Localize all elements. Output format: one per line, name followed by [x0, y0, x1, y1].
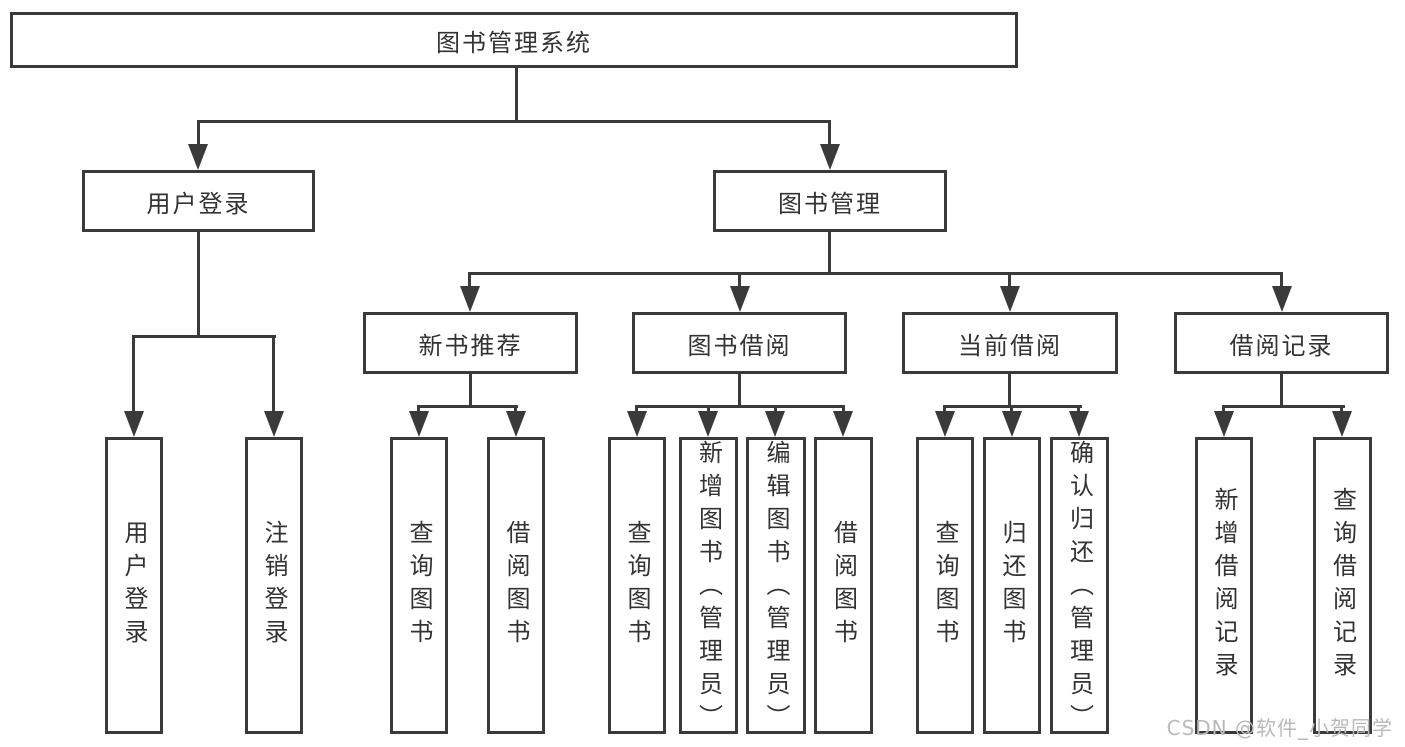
connector-root-bus: [197, 120, 831, 123]
leaf-label: 新增借阅记录: [1210, 486, 1238, 685]
leaf-add-book-admin: 新增图书（管理员）: [679, 437, 738, 737]
arrow-down-icon: [1069, 411, 1089, 437]
node-current-borrow: 当前借阅: [902, 312, 1118, 374]
leaf-add-borrow-record: 新增借阅记录: [1195, 437, 1253, 734]
connector-drop: [417, 405, 420, 415]
leaf-label: 新增图书（管理员）: [694, 440, 723, 737]
arrow-down-icon: [409, 411, 429, 437]
leaf-label: 查询借阅记录: [1328, 486, 1357, 685]
leaf-label: 查询图书: [623, 519, 651, 652]
leaf-label: 查询图书: [405, 519, 433, 652]
node-book-borrow: 图书借阅: [632, 312, 847, 374]
node-book-management: 图书管理: [713, 170, 947, 232]
arrow-down-icon: [833, 411, 853, 437]
node-label: 当前借阅: [958, 331, 1062, 360]
connector-new-book-stem: [469, 374, 472, 405]
csdn-watermark: CSDN @软件_小贺同学: [1166, 716, 1393, 740]
leaf-label: 用户登录: [120, 519, 148, 652]
leaf-label: 编辑图书（管理员）: [762, 440, 790, 737]
node-borrow-records: 借阅记录: [1174, 312, 1389, 374]
leaf-return-books: 归还图书: [983, 437, 1041, 734]
arrow-down-icon: [506, 411, 526, 437]
connector-drop: [842, 405, 845, 415]
connector-drop: [943, 405, 946, 415]
leaf-borrow-books: 借阅图书: [814, 437, 873, 734]
node-label: 新书推荐: [418, 331, 523, 360]
connector-root-stem: [515, 68, 518, 120]
connector-drop-user-login: [197, 120, 200, 148]
arrow-down-icon: [1332, 411, 1352, 437]
connector-drop: [707, 405, 710, 415]
node-label: 图书借阅: [687, 331, 792, 360]
connector-book-borrow-stem: [738, 374, 741, 405]
leaf-label: 查询图书: [931, 519, 959, 652]
arrow-down-icon: [765, 411, 785, 437]
node-label: 用户登录: [146, 189, 251, 218]
connector-drop-book-management: [828, 120, 831, 148]
connector-new-book-bus: [417, 405, 518, 408]
leaf-query-books-borrow: 查询图书: [608, 437, 666, 734]
arrow-down-icon: [730, 286, 750, 312]
node-library-management-system: 图书管理系统: [10, 12, 1018, 68]
arrow-down-icon: [1214, 411, 1234, 437]
leaf-label: 借阅图书: [502, 519, 530, 652]
node-label: 图书管理系统: [436, 28, 592, 57]
leaf-query-books-current: 查询图书: [916, 437, 974, 734]
arrow-down-icon: [188, 144, 208, 170]
connector-drop-current-borrow: [1008, 272, 1011, 292]
leaf-label: 确认归还（管理员）: [1065, 440, 1094, 737]
connector-drop: [1010, 405, 1013, 415]
connector-book-management-bus: [469, 272, 1283, 275]
arrow-down-icon: [264, 411, 284, 437]
connector-drop: [1340, 405, 1343, 415]
arrow-down-icon: [1000, 286, 1020, 312]
connector-drop: [514, 405, 517, 415]
connector-drop-borrow-records: [1280, 272, 1283, 292]
connector-user-login-stem: [197, 232, 200, 335]
leaf-label: 归还图书: [998, 519, 1026, 652]
arrow-down-icon: [935, 411, 955, 437]
connector-drop: [774, 405, 777, 415]
connector-drop-leaf-user-login: [132, 335, 135, 417]
connector-current-borrow-stem: [1008, 374, 1011, 405]
leaf-query-borrow-record: 查询借阅记录: [1313, 437, 1372, 734]
arrow-down-icon: [698, 411, 718, 437]
arrow-down-icon: [1272, 286, 1292, 312]
connector-drop-book-borrow: [738, 272, 741, 292]
leaf-query-books-recommend: 查询图书: [390, 437, 448, 734]
leaf-user-login: 用户登录: [105, 437, 163, 734]
node-label: 图书管理: [778, 189, 882, 218]
node-label: 借阅记录: [1229, 331, 1334, 360]
leaf-logout: 注销登录: [245, 437, 303, 734]
connector-drop-leaf-logout: [272, 335, 275, 417]
connector-drop-new-book-recommend: [468, 272, 471, 292]
connector-book-borrow-bus: [635, 405, 845, 408]
connector-borrow-records-bus: [1222, 405, 1345, 408]
connector-drop: [1077, 405, 1080, 415]
arrow-down-icon: [1002, 411, 1022, 437]
node-user-login: 用户登录: [82, 170, 315, 232]
arrow-down-icon: [627, 411, 647, 437]
connector-book-management-stem: [828, 232, 831, 272]
arrow-down-icon: [820, 144, 840, 170]
connector-drop: [635, 405, 638, 415]
leaf-confirm-return-admin: 确认归还（管理员）: [1050, 437, 1109, 737]
arrow-down-icon: [124, 411, 144, 437]
arrow-down-icon: [460, 286, 480, 312]
connector-borrow-records-stem: [1280, 374, 1283, 405]
connector-user-login-bus: [133, 335, 276, 338]
leaf-label: 注销登录: [260, 519, 288, 652]
node-new-book-recommend: 新书推荐: [363, 312, 578, 374]
connector-drop: [1222, 405, 1225, 415]
leaf-borrow-books-recommend: 借阅图书: [487, 437, 545, 734]
leaf-edit-book-admin: 编辑图书（管理员）: [746, 437, 806, 737]
leaf-label: 借阅图书: [829, 519, 858, 652]
